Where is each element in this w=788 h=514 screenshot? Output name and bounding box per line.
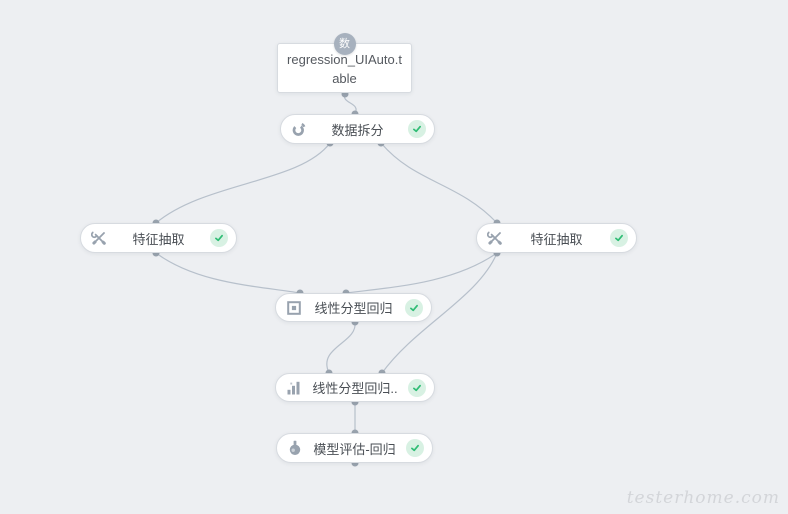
tools-icon xyxy=(487,230,503,246)
node-label: 特征抽取 xyxy=(132,231,185,247)
flask-icon xyxy=(287,440,303,456)
bar-chart-icon xyxy=(286,380,302,396)
edge-feature-extract-right-to-linear-regression-truncated xyxy=(381,252,498,374)
success-check-icon xyxy=(408,120,426,138)
node-feature-extract-left[interactable]: 特征抽取 xyxy=(80,223,237,253)
edge-linear-regression-to-linear-regression-truncated xyxy=(326,321,356,374)
node-feature-extract-right[interactable]: 特征抽取 xyxy=(476,223,637,253)
node-linear-regression-truncated[interactable]: 线性分型回归.. xyxy=(275,373,435,402)
node-model-eval-regression[interactable]: 模型评估-回归 xyxy=(276,433,433,463)
edge-feature-extract-right-to-linear-regression xyxy=(345,252,498,294)
success-check-icon xyxy=(405,298,423,317)
success-check-icon xyxy=(610,229,628,247)
watermark: testerhome.com xyxy=(626,488,780,508)
dataset-type-badge-icon: 数 xyxy=(333,33,356,55)
node-dataset-table[interactable]: 数 regression_UIAuto.table xyxy=(277,33,412,93)
model-square-icon xyxy=(286,300,302,316)
node-data-split[interactable]: 数据拆分 xyxy=(280,114,435,144)
edge-data-split-to-feature-extract-left xyxy=(155,142,331,224)
node-label: 模型评估-回归 xyxy=(313,441,396,457)
edge-data-split-to-feature-extract-right xyxy=(380,142,498,224)
node-label: 数据拆分 xyxy=(331,122,384,138)
pie-split-icon xyxy=(291,121,307,137)
dataset-label: regression_UIAuto.table xyxy=(287,51,402,87)
node-label: 特征抽取 xyxy=(530,231,583,247)
node-linear-regression[interactable]: 线性分型回归 xyxy=(275,293,432,322)
node-label: 线性分型回归 xyxy=(314,301,393,316)
success-check-icon xyxy=(210,229,228,247)
success-check-icon xyxy=(406,439,424,457)
node-label: 线性分型回归.. xyxy=(312,381,398,396)
tools-icon xyxy=(91,230,107,246)
edge-feature-extract-left-to-linear-regression xyxy=(155,252,301,294)
success-check-icon xyxy=(408,378,426,397)
